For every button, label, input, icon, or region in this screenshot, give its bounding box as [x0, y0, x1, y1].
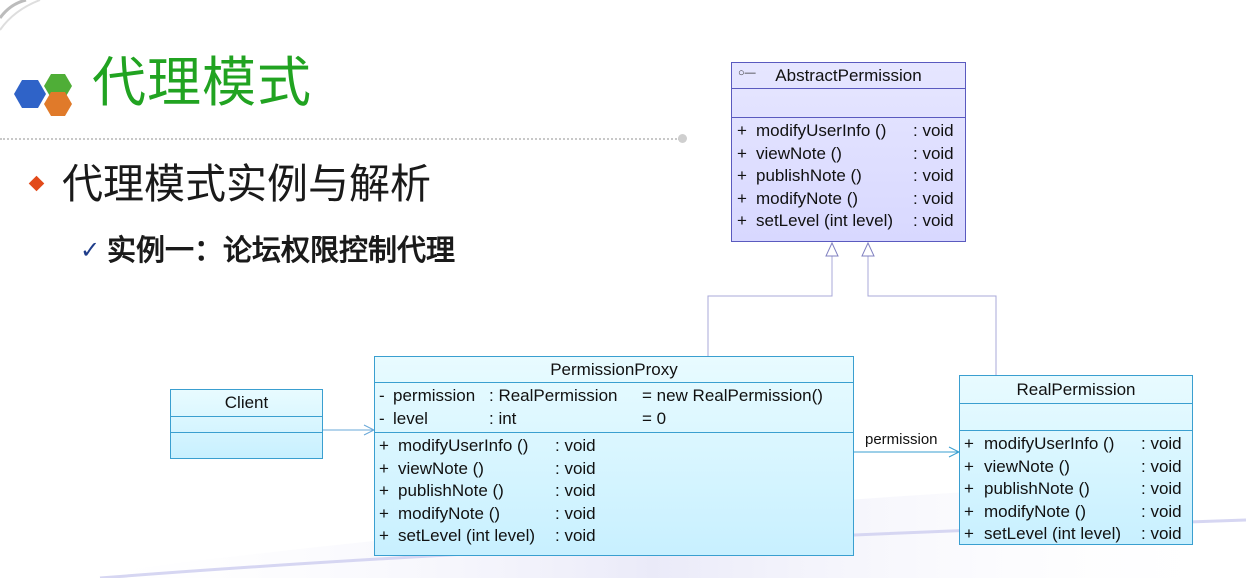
association-label: permission [865, 431, 938, 448]
operation-row: +viewNote (): void [737, 143, 954, 163]
subtitle: 代理模式实例与解析 [62, 160, 431, 208]
client-class: Client [170, 389, 323, 459]
operation-row: +publishNote (): void [379, 481, 596, 500]
operation-row: +setLevel (int level): void [737, 211, 954, 230]
operation-row: +publishNote (): void [964, 479, 1182, 498]
permission-proxy-class: PermissionProxy -permission: RealPermiss… [374, 356, 854, 556]
operation-row: +modifyUserInfo (): void [737, 121, 954, 140]
hexagon-cluster-icon [14, 74, 72, 116]
operation-row: +modifyUserInfo (): void [379, 436, 596, 455]
abstract-permission-class: ○— AbstractPermission +modifyUserInfo ()… [731, 62, 966, 242]
real-permission-class: RealPermission +modifyUserInfo (): void … [959, 375, 1193, 545]
checkmark-icon: ✓ [80, 236, 101, 264]
class-name: Client [224, 393, 269, 412]
operation-row: +viewNote (): void [964, 456, 1182, 476]
title-divider-dot [678, 134, 687, 143]
attribute-row: -permission: RealPermission= new RealPer… [379, 386, 823, 405]
realization-arrowhead-proxy [825, 241, 839, 257]
interface-marker-icon: ○— [738, 67, 756, 79]
realization-arrowhead-real [861, 241, 875, 257]
class-name: AbstractPermission [775, 66, 922, 85]
class-name: PermissionProxy [550, 360, 678, 379]
page-title: 代理模式 [92, 51, 312, 114]
operation-row: +viewNote (): void [379, 458, 596, 478]
operations-section [171, 432, 322, 459]
attributes-section [171, 416, 322, 432]
operation-row: +modifyNote (): void [379, 503, 596, 523]
operation-row: +setLevel (int level): void [964, 524, 1182, 543]
operation-row: +modifyNote (): void [737, 188, 954, 208]
operation-row: +modifyUserInfo (): void [964, 434, 1182, 453]
attributes-section [960, 403, 1192, 430]
attribute-row: -level: int= 0 [379, 408, 667, 428]
operation-row: +publishNote (): void [737, 166, 954, 185]
example-heading: 实例一：论坛权限控制代理 [107, 233, 456, 267]
operations-section: +modifyUserInfo (): void +viewNote (): v… [732, 117, 965, 233]
operations-section: +modifyUserInfo (): void +viewNote (): v… [375, 432, 853, 548]
title-divider [0, 138, 680, 140]
realization-line-real [867, 254, 997, 375]
class-name: RealPermission [1016, 380, 1136, 399]
operation-row: +setLevel (int level): void [379, 526, 596, 545]
attributes-section [732, 88, 965, 117]
realization-line-proxy [707, 254, 833, 356]
attributes-section: -permission: RealPermission= new RealPer… [375, 382, 853, 432]
operation-row: +modifyNote (): void [964, 501, 1182, 521]
operations-section: +modifyUserInfo (): void +viewNote (): v… [960, 430, 1192, 546]
